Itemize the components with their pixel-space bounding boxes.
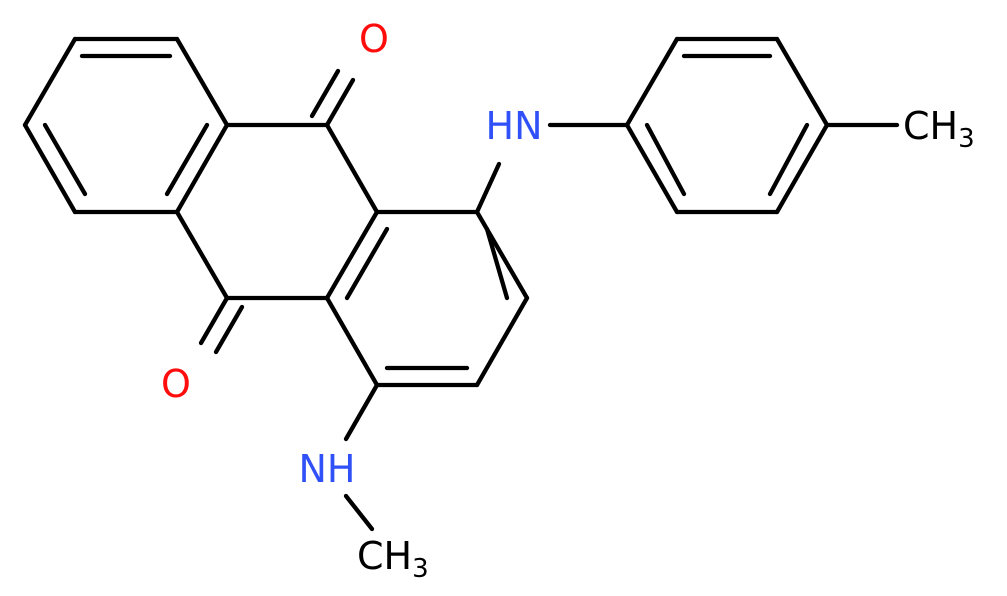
bond: [474, 209, 530, 301]
bond: [164, 122, 210, 197]
bond: [174, 36, 230, 128]
bond: [174, 122, 230, 215]
bond: [343, 493, 375, 532]
bond: [324, 77, 356, 128]
bond: [624, 36, 680, 128]
bond: [343, 382, 380, 442]
bond: [324, 209, 380, 301]
bond: [309, 68, 341, 119]
bond: [474, 295, 530, 388]
nh-label-top: HN: [486, 104, 543, 148]
bond: [324, 295, 380, 388]
bond: [174, 209, 230, 301]
bond: [774, 36, 830, 128]
bond: [767, 122, 810, 197]
ch3-main: CH: [903, 104, 958, 148]
oxygen-atom-top: O: [359, 17, 389, 61]
bond: [42, 122, 88, 197]
bond: [474, 161, 502, 215]
bonds: [22, 36, 900, 532]
bond: [644, 122, 687, 197]
bond: [344, 226, 390, 301]
atom-labels: O O HN NH CH3 CH3: [161, 17, 975, 584]
bond: [484, 226, 510, 301]
methyl-label-bottom: CH3: [357, 534, 429, 584]
bond: [198, 295, 230, 346]
methyl-label-right: CH3: [903, 104, 975, 154]
bond: [624, 122, 680, 215]
bond: [213, 304, 245, 355]
oxygen-atom-bottom: O: [161, 362, 191, 406]
bond: [774, 122, 830, 215]
bond: [324, 122, 380, 215]
ch3-subscript: 3: [412, 554, 429, 584]
bond: [22, 36, 78, 128]
nh-label-bottom: NH: [299, 447, 356, 491]
bond: [22, 122, 78, 215]
ch3-subscript: 3: [958, 124, 975, 154]
ch3-main: CH: [357, 534, 412, 578]
